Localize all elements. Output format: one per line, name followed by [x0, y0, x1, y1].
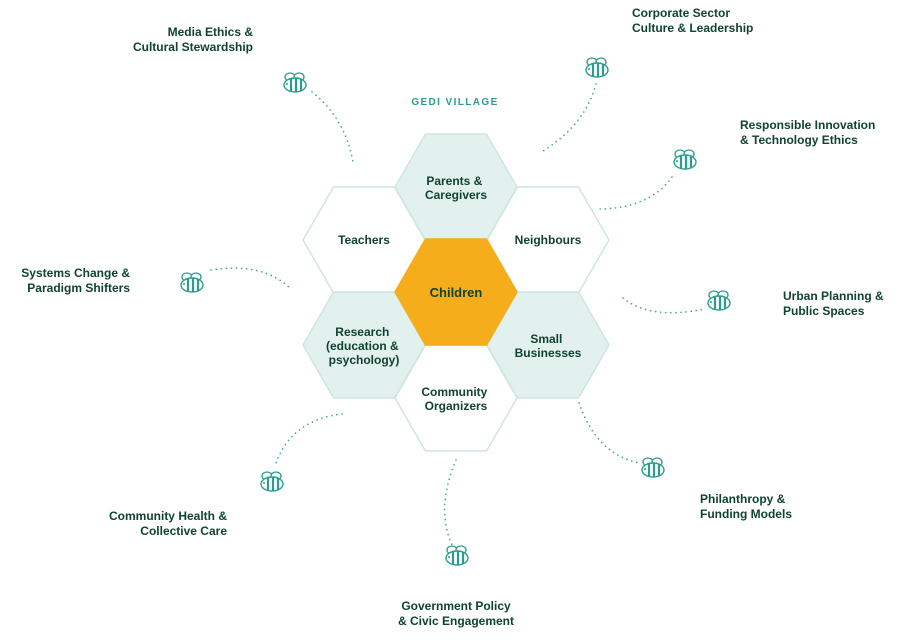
bee-icon: [179, 271, 205, 294]
bee-icon: [584, 56, 610, 79]
hex-label-small-businesses: Small Businesses: [515, 332, 582, 360]
connector-systems: [210, 267, 291, 289]
diagram-title: GEDI VILLAGE: [411, 97, 499, 108]
label-systems-change: Systems Change &Paradigm Shifters: [21, 266, 130, 295]
connector-philanthropy: [578, 402, 641, 464]
bee-icon: [640, 456, 666, 479]
connector-government: [443, 459, 457, 548]
label-media-ethics: Media Ethics &Cultural Stewardship: [132, 25, 253, 54]
label-responsible-innovation: Responsible Innovation& Technology Ethic…: [740, 118, 876, 147]
bee-icon: [282, 71, 308, 94]
hex-label-teachers: Teachers: [338, 233, 390, 247]
bee-icon: [259, 470, 285, 493]
hex-label-children: Children: [430, 285, 483, 300]
bee-icon: [706, 289, 732, 312]
hex-label-top: Parents & Caregivers: [425, 174, 487, 202]
hex-label-research: Research (education & psychology): [326, 325, 402, 367]
hex-children: [394, 238, 518, 346]
bee-icon: [444, 544, 470, 567]
hex-label-community-organizers: Community Organizers: [421, 385, 490, 413]
bee-icon: [672, 148, 698, 171]
connector-corporate: [542, 83, 597, 152]
label-urban-planning: Urban Planning &Public Spaces: [783, 289, 884, 318]
hex-label-neighbours: Neighbours: [515, 233, 582, 247]
label-community-health: Community Health &Collective Care: [108, 509, 227, 538]
connector-innovation: [599, 176, 673, 210]
connector-media: [311, 91, 354, 163]
label-government-policy: Government Policy& Civic Engagement: [397, 599, 515, 628]
label-philanthropy: Philanthropy &Funding Models: [700, 492, 792, 521]
connector-health: [274, 413, 343, 467]
connector-urban: [622, 297, 706, 314]
